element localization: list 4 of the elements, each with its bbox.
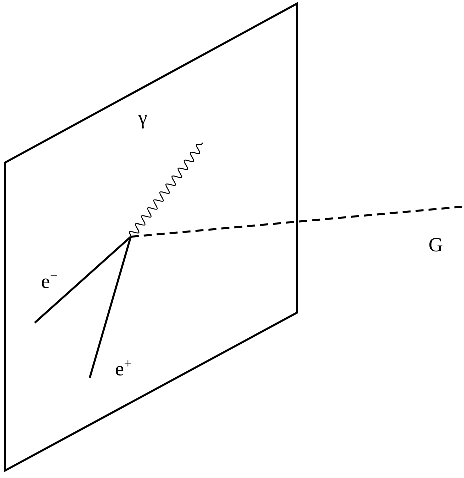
particle-label: G [430,238,443,252]
particle-label: e$^{−}$ [42,276,58,288]
particle-label: e$^{+}$ [116,360,132,376]
particle-label: γ [138,115,147,129]
